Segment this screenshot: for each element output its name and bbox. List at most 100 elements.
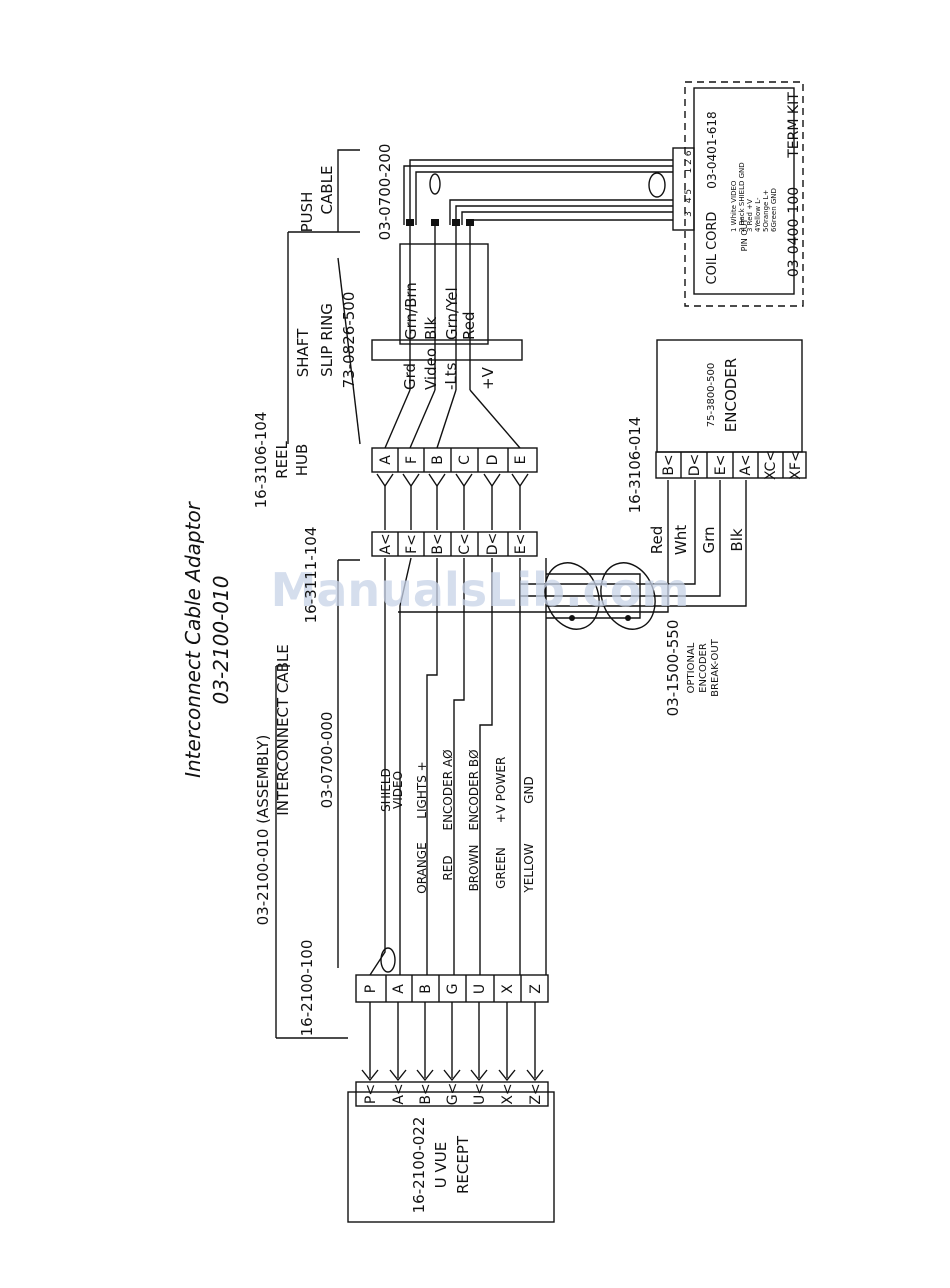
encoder-wire: Grn (700, 526, 718, 553)
uvue-pin: Z< (528, 1083, 544, 1104)
receptacle-pin: A< (378, 533, 394, 554)
receptacle-pin: B< (430, 533, 446, 554)
encoder-connector-cells (680, 452, 784, 478)
interconnect-receptacle-cells (397, 532, 509, 556)
cable-part-label: 03-0700-000 (318, 712, 336, 809)
term-kit-pin: 3 Red +V (746, 199, 754, 232)
diagram-title-part: 03-2100-010 (209, 576, 233, 705)
receptacle-pin: C< (457, 533, 473, 555)
term-kit-shield-loop (648, 172, 666, 198)
push-cable-label-1: PUSH (298, 192, 316, 233)
interconnect-receptacle (371, 531, 538, 557)
reel-hub-pin: C (457, 455, 473, 465)
cable-color: ORANGE (415, 842, 429, 893)
slip-ring-wire: Blk (422, 317, 440, 340)
term-kit-wire-dots (406, 219, 474, 226)
slip-ring-label: SLIP RING (318, 303, 336, 377)
slip-ring-flange (371, 339, 523, 361)
pin-out-label: PIN OUT (740, 219, 749, 252)
term-kit-title: TERM KIT (786, 92, 802, 159)
reel-hub-pin: B (430, 455, 446, 465)
encoder-breakout-wires (398, 480, 747, 619)
push-cable-label-2: CABLE (318, 166, 336, 215)
encoder-pin: XC< (763, 450, 779, 480)
breakout-dots (569, 615, 631, 621)
receptacle-pin: E< (513, 534, 529, 555)
reel-hub-pin: A (378, 455, 394, 465)
uvue-receptacle-connector (355, 1081, 549, 1107)
receptacle-plug-part-label: 16-3111-104 (302, 527, 320, 624)
uvue-receptacle-label-2: RECEPT (454, 1135, 472, 1194)
encoder-pin-labels: B<D<E<A<XC<XF< (661, 450, 804, 480)
term-kit-terminal: 4 5 (684, 189, 694, 203)
slip-ring-part: 73-0826-500 (340, 292, 358, 389)
uvue-pin: U< (472, 1083, 488, 1105)
term-kit-pin: 2 Back SHIELD GND (738, 162, 746, 232)
interconnect-plug-cells (385, 975, 522, 1002)
encoder-pin: XF< (788, 450, 804, 479)
uvue-pin: P< (363, 1084, 379, 1104)
reel-hub-part: 16-3106-104 (252, 412, 270, 509)
coil-cord-label: COIL CORD (705, 212, 720, 285)
slip-ring-signal: +V (479, 366, 497, 390)
encoder-connector-part: 16-3106-014 (626, 417, 644, 514)
term-kit-outline (684, 81, 804, 307)
term-kit-pin: 4Yellow L- (754, 197, 762, 232)
plug-pin: G (445, 984, 461, 995)
uvue-pin: B< (418, 1083, 434, 1104)
cable-color: BROWN (467, 845, 481, 892)
uvue-pin-labels: P< A< B< G< U< X< Z< (363, 1083, 544, 1106)
slip-ring-wire: Grn/Brn (402, 282, 420, 340)
breakout-loop-2 (600, 562, 656, 630)
term-kit-terminals: 34 51 2 6 (684, 150, 694, 217)
push-cable-part: 03-0700-200 (376, 144, 394, 241)
breakout-label-1: OPTIONAL (686, 642, 697, 693)
uvue-pin: A< (391, 1083, 407, 1104)
encoder-wire-colors: Red Wht Grn Blk (648, 525, 746, 555)
breakout-label-2: ENCODER (698, 643, 709, 693)
reel-hub-label-1: REEL (273, 440, 291, 478)
cable-color: GREEN (494, 847, 508, 889)
uvue-receptacle-label-1: U VUE (432, 1142, 450, 1188)
uvue-pin: G< (445, 1083, 461, 1106)
breakout-loop-1 (544, 562, 600, 630)
breakout-part: 03-1500-550 (664, 620, 682, 717)
cable-signal: +V POWER (494, 757, 508, 824)
hub-receptacle-pins (376, 473, 529, 530)
receptacle-pin-labels: A< F< B< C< D< E< (378, 533, 529, 556)
reel-hub-connector (371, 447, 538, 473)
encoder-wire: Red (648, 526, 666, 555)
plug-pin: X (500, 984, 516, 994)
uvue-pin: X< (500, 1083, 516, 1104)
slip-ring-signal: Grd (401, 363, 419, 390)
encoder-name: ENCODER (722, 358, 740, 432)
encoder-part: 75-3800-500 (706, 363, 717, 427)
cable-signal: ENCODER BØ (467, 749, 481, 830)
interconnect-assembly-label: 03-2100-010 (ASSEMBLY) (254, 735, 272, 926)
receptacle-pin: D< (485, 533, 501, 556)
encoder-wire: Blk (728, 528, 746, 551)
cable-signal: ENCODER AØ (441, 749, 455, 830)
cable-signal: LIGHTS + (415, 761, 429, 818)
term-kit-pin: 6Green GND (770, 188, 778, 232)
cable-signal: SHIELD (379, 768, 393, 812)
reel-hub-pin: E (513, 456, 529, 465)
diagram-title: Interconnect Cable Adaptor (181, 500, 205, 778)
uvue-receptacle-box (347, 1091, 555, 1223)
encoder-wire: Wht (672, 525, 690, 555)
reel-hub-label-2: HUB (293, 444, 311, 477)
receptacle-pin: F< (404, 534, 420, 554)
encoder-pin: E< (713, 455, 729, 476)
reel-hub-pin: D (485, 455, 501, 466)
uvue-receptacle-part: 16-2100-022 (410, 1117, 428, 1214)
reel-hub-cells (397, 448, 509, 472)
plug-pin: U (472, 984, 488, 994)
